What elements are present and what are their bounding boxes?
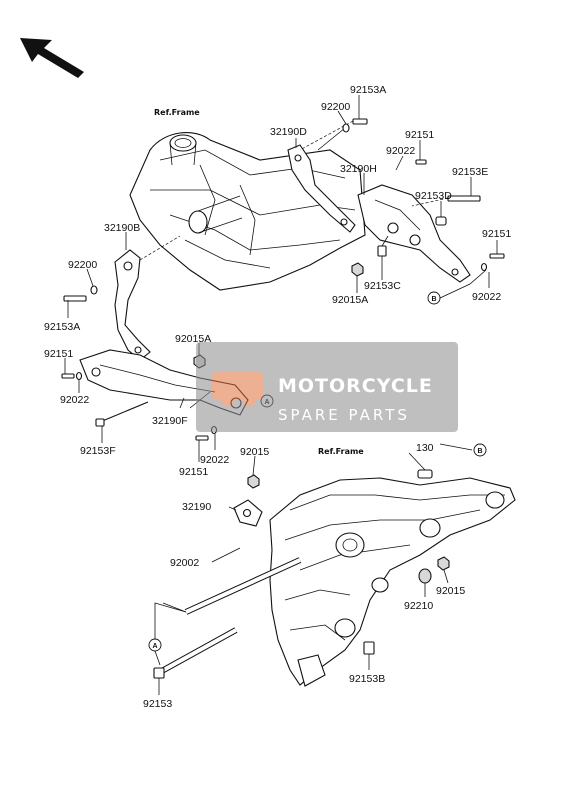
label-130: 130 <box>416 442 434 454</box>
label-92200-top: 92200 <box>321 101 350 113</box>
label-92151-left: 92151 <box>44 348 73 360</box>
washer-92022-right <box>480 262 488 272</box>
label-92151-top: 92151 <box>405 129 434 141</box>
label-92200-left: 92200 <box>68 259 97 271</box>
spacer-130 <box>417 469 433 479</box>
fastener-92153A-top <box>299 118 368 151</box>
label-92015A-mid: 92015A <box>175 333 211 345</box>
fastener-92151-left <box>61 373 75 379</box>
label-92153: 92153 <box>143 698 172 710</box>
label-92022-left: 92022 <box>60 394 89 406</box>
watermark-line1: MOTORCYCLE <box>278 375 433 397</box>
watermark-line2: SPARE PARTS <box>278 406 410 424</box>
label-32190: 32190 <box>182 501 211 513</box>
bracket-32190H <box>357 184 471 283</box>
fastener-92151-mid <box>195 435 209 441</box>
label-92022-right: 92022 <box>472 291 501 303</box>
label-92151-mid: 92151 <box>179 466 208 478</box>
fastener-92151-top <box>415 159 427 165</box>
ref-frame-label-bottom: Ref.Frame <box>318 447 364 456</box>
label-92015-right: 92015 <box>436 585 465 597</box>
ref-circle-b-top: B <box>427 291 441 305</box>
nut-92015A-top <box>351 262 364 277</box>
label-92015A-top: 92015A <box>332 294 368 306</box>
bolt-92153B <box>363 641 375 655</box>
bracket-32190B <box>114 235 181 361</box>
watermark: MOTORCYCLE SPARE PARTS <box>196 342 458 432</box>
label-92153A-left: 92153A <box>44 321 80 333</box>
washer-92200-left <box>90 285 98 295</box>
label-92153B: 92153B <box>349 673 385 685</box>
label-92002: 92002 <box>170 557 199 569</box>
label-92153E: 92153E <box>452 166 488 178</box>
ref-circle-b-bottom: B <box>473 443 487 457</box>
ref-circle-a-bottom: A <box>148 638 162 652</box>
nut-92015-mid <box>247 474 260 489</box>
label-92022-top: 92022 <box>386 145 415 157</box>
washer-92022-left <box>75 371 83 381</box>
bolt-92153F <box>95 401 149 427</box>
label-92022-mid: 92022 <box>200 454 229 466</box>
label-32190D: 32190D <box>270 126 307 138</box>
shaft-92153 <box>153 627 238 679</box>
label-92153D: 92153D <box>415 190 452 202</box>
fastener-92151-right <box>489 253 505 259</box>
label-92015-mid: 92015 <box>240 446 269 458</box>
washer-92200-top <box>342 123 350 133</box>
leader-lines <box>64 95 498 695</box>
label-92153F: 92153F <box>80 445 116 457</box>
nut-92015-right <box>437 556 450 571</box>
collar-92153D <box>435 216 447 226</box>
fastener-92153E <box>411 195 481 207</box>
label-92153C: 92153C <box>364 280 401 292</box>
direction-arrow-icon <box>20 38 84 78</box>
label-32190H: 32190H <box>340 163 377 175</box>
ref-a-label: A <box>152 643 157 650</box>
label-92210: 92210 <box>404 600 433 612</box>
label-92151-right: 92151 <box>482 228 511 240</box>
bracket-32190D <box>287 127 356 233</box>
bracket-32190 <box>233 499 263 527</box>
shaft-92002 <box>184 557 302 615</box>
label-92153A-top: 92153A <box>350 84 386 96</box>
label-32190B: 32190B <box>104 222 140 234</box>
label-32190F: 32190F <box>152 415 188 427</box>
lower-frame-drawing <box>269 477 516 687</box>
ref-b-label: B <box>477 448 482 455</box>
collar-92210 <box>418 568 432 584</box>
ref-b-label: B <box>431 296 436 303</box>
ref-frame-label-top: Ref.Frame <box>154 108 200 117</box>
bolt-92153A-left <box>63 295 87 302</box>
